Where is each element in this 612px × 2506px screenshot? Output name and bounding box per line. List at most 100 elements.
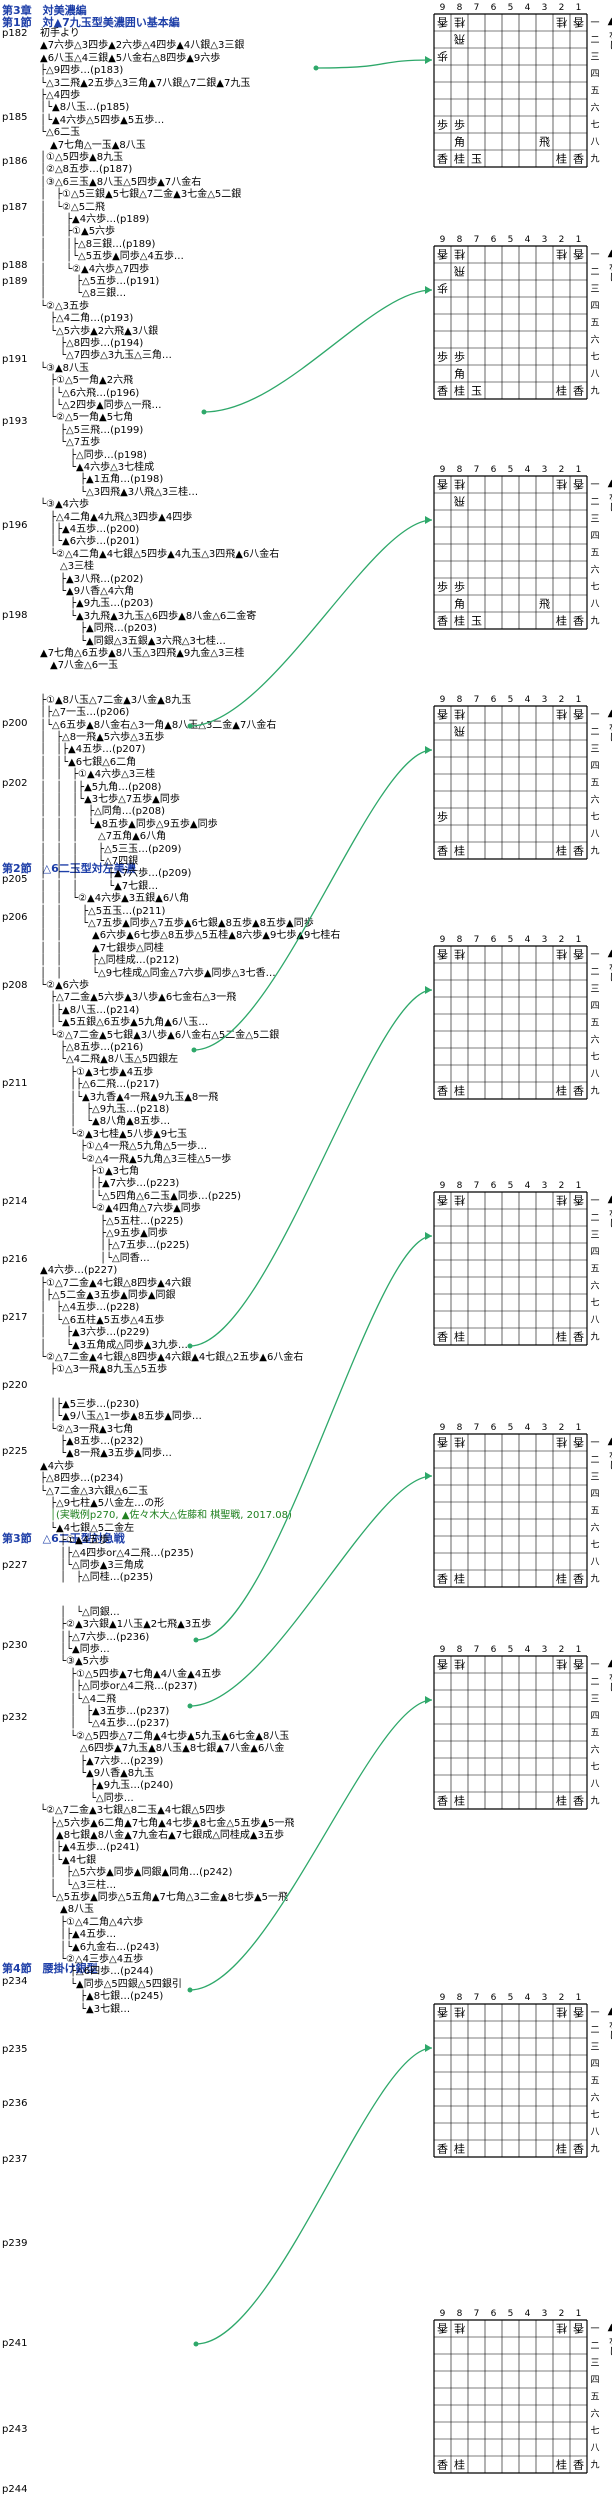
shogi-piece: 桂 [556, 2006, 567, 2020]
shogi-piece: 香 [437, 948, 448, 961]
shogi-piece: 香 [437, 615, 448, 628]
tree-line: │②△8五歩…(p187) [40, 164, 133, 175]
file-label: 8 [457, 3, 463, 13]
shogi-piece: 桂 [556, 2322, 567, 2336]
file-label: 4 [525, 695, 531, 705]
tree-line: └▲4六歩△3七桂成 [40, 462, 155, 473]
page-reference: p217 [2, 1312, 28, 1323]
tree-line: ├▲8七銀…(p245) [40, 1991, 164, 2002]
tree-line: └②△4三歩△4五歩 [40, 1954, 144, 1965]
rank-label: 五 [590, 2077, 599, 2087]
page-reference: p205 [2, 874, 28, 885]
rank-label: 一 [590, 1661, 599, 1671]
file-label: 5 [508, 1645, 514, 1655]
file-label: 6 [491, 235, 497, 245]
section-heading: 第3章 対美濃編 [2, 4, 87, 17]
shogi-piece: 桂 [556, 1084, 567, 1098]
tree-line: │├▲4五歩…(p241) [40, 1842, 140, 1853]
tree-line: │ └②▲4六歩△7四歩 [40, 264, 150, 275]
shogi-piece: 桂 [454, 1572, 465, 1586]
tree-line: │└△6五歩▲8八金右△3一角▲8八玉△3二金▲7八金右 [40, 720, 277, 731]
shogi-piece: 歩 [437, 580, 448, 594]
tree-line: └△7五歩 [40, 437, 101, 448]
rank-label: 二 [590, 1678, 599, 1688]
tree-line: └③▲8八玉 [40, 363, 90, 374]
tree-line: │ ├△8一飛▲5六歩△3五歩 [40, 732, 165, 743]
rank-label: 三 [590, 1473, 599, 1483]
connector-arrowhead [425, 1472, 432, 1480]
shogi-piece: 歩 [454, 118, 465, 132]
tree-line: │└▲3九香▲4一飛▲9九玉▲8一飛 [40, 1092, 219, 1103]
tree-line: ▲7七角△6五歩▲8八玉△3四飛▲9九金△3三桂 [40, 648, 245, 659]
rank-label: 四 [590, 1490, 599, 1500]
tree-line: └②△3一飛▲3七角 [40, 1424, 134, 1435]
tree-line: ├△7二金▲5六歩▲3八歩▲6七金右△3一飛 [40, 992, 237, 1003]
hand-pieces-label: なし [606, 1450, 612, 1470]
rank-label: 七 [590, 1052, 599, 1063]
section-heading: 第2節 △6二玉型対左美濃 [2, 862, 136, 875]
tree-line: │ ├▲4六歩…(p189) [40, 214, 150, 225]
tree-line: └▲同歩△5四銀△5四銀引 [40, 1979, 182, 1990]
tree-line: ▲8八玉 [40, 1904, 95, 1915]
sente-marker: ▲ [606, 1194, 612, 1205]
tree-line: │ └△6五柱▲5五歩△4五歩 [40, 1315, 165, 1326]
file-label: 1 [576, 2309, 582, 2319]
connector-arrowhead [425, 986, 432, 994]
tree-line: ├①△5一角▲2六飛 [40, 375, 134, 386]
file-label: 9 [440, 695, 446, 705]
tree-line: └▲8一飛▲3五歩▲同歩… [40, 1448, 172, 1459]
tree-line: ▲7八金△6一玉 [40, 660, 119, 671]
tree-line: │ │ │ ├△5三玉…(p209) [40, 844, 182, 855]
tree-line: ├△同歩…(p198) [40, 450, 147, 461]
tree-line: ▲6八玉△4三銀▲5八金右△8四歩▲9六歩 [40, 53, 221, 64]
rank-label: 二 [590, 1214, 599, 1224]
tree-line: ├①△4二角△4六歩 [40, 1917, 144, 1928]
shogi-piece: 桂 [556, 248, 567, 262]
tree-line: ├①▲8八玉△7二金▲3八金▲8九玉 [40, 695, 192, 706]
page-reference: p200 [2, 718, 28, 729]
tree-line: │├▲8八玉…(p214) [40, 1005, 140, 1016]
file-label: 5 [508, 3, 514, 13]
rank-label: 二 [590, 2026, 599, 2036]
shogi-piece: 桂 [454, 2006, 465, 2020]
file-label: 5 [508, 465, 514, 475]
rank-label: 九 [590, 1796, 599, 1807]
tree-line: ├▲8五歩…(p232) [40, 1436, 144, 1447]
tree-line: ├△5三飛…(p199) [40, 425, 144, 436]
shogi-piece: 香 [437, 1436, 448, 1449]
file-label: 8 [457, 1181, 463, 1191]
page-reference: p232 [2, 1712, 28, 1723]
file-label: 4 [525, 935, 531, 945]
tree-line: │ └△8三銀… [40, 288, 127, 299]
hand-pieces-label: なし [606, 2336, 612, 2356]
shogi-piece: 玉 [471, 385, 482, 398]
sente-marker: ▲ [606, 948, 612, 959]
file-label: 7 [474, 1645, 480, 1655]
file-label: 4 [525, 1423, 531, 1433]
tree-line: ├△9四歩…(p183) [40, 65, 124, 76]
rank-label: 二 [590, 728, 599, 738]
file-label: 1 [576, 1181, 582, 1191]
tree-line: ├①△3一飛▲8九玉△5五歩 [40, 1364, 168, 1375]
rank-label: 一 [590, 2009, 599, 2019]
file-label: 3 [542, 1993, 548, 2003]
page-reference: p237 [2, 2154, 28, 2165]
tree-line: ├①△4一飛△5九角△5一歩… [40, 1141, 208, 1152]
rank-label: 六 [590, 1744, 599, 1756]
shogi-piece: 香 [573, 2459, 584, 2472]
shogi-piece: 香 [437, 1194, 448, 1207]
tree-line: │├△5二金▲3五歩▲同歩▲同銀 [40, 1290, 176, 1301]
file-label: 5 [508, 235, 514, 245]
file-label: 3 [542, 695, 548, 705]
rank-label: 三 [590, 745, 599, 755]
tree-line: │ ├△同桂…(p235) [40, 1572, 153, 1583]
shogi-piece: 香 [437, 2006, 448, 2019]
tree-line: ├②▲3六銀▲1八玉▲2七飛▲3五歩 [40, 1619, 212, 1630]
connector-arrow [315, 59, 433, 69]
rank-label: 九 [590, 1086, 599, 1097]
shogi-piece: 香 [573, 708, 584, 721]
